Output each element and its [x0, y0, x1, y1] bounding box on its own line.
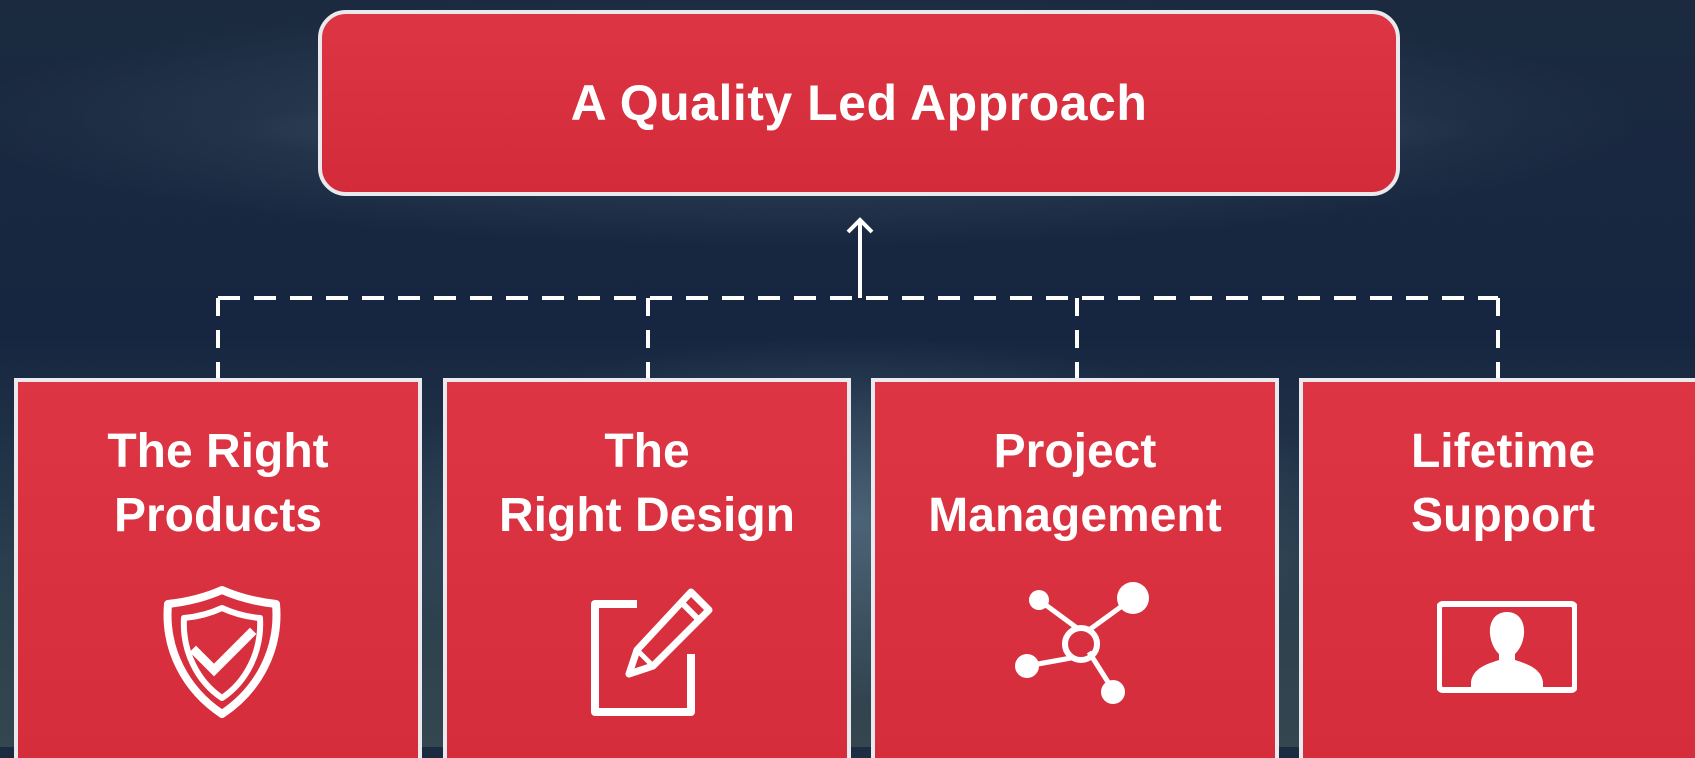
card-title-line1: The Right — [107, 425, 329, 478]
card-title-line1: Lifetime — [1410, 425, 1596, 478]
card-title-line1: The — [604, 425, 690, 478]
card-title-line2: Support — [1411, 489, 1595, 542]
card-title-line2: Products — [113, 489, 323, 542]
card-right-design: The Right Design — [443, 378, 851, 758]
card-title-line1: Project — [993, 425, 1157, 478]
card-title: The Right Design — [447, 420, 847, 548]
top-box: A Quality Led Approach — [318, 10, 1400, 196]
card-title-line2: Management — [928, 489, 1222, 542]
card-project-management: Project Management — [871, 378, 1279, 758]
card-right-products: The Right Products — [14, 378, 422, 758]
card-title: Project Management — [875, 420, 1275, 548]
network-nodes-icon — [1015, 582, 1149, 704]
video-support-icon — [1437, 601, 1577, 693]
card-title: Lifetime Support — [1303, 420, 1695, 548]
arrow-up-icon — [846, 217, 874, 234]
shield-check-icon — [163, 586, 281, 718]
card-lifetime-support: Lifetime Support — [1299, 378, 1695, 758]
top-box-title: A Quality Led Approach — [570, 75, 1148, 131]
pencil-edit-icon — [591, 588, 713, 716]
card-title: The Right Products — [18, 420, 418, 548]
card-title-line2: Right Design — [499, 489, 795, 542]
